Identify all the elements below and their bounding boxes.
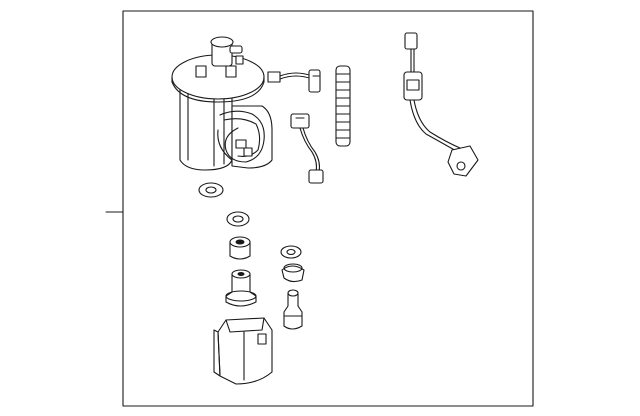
module-bracket	[213, 317, 273, 385]
bushing	[229, 236, 251, 260]
gasket	[198, 182, 224, 198]
small-washer	[280, 245, 302, 259]
pump-wire-harness	[267, 69, 321, 93]
fuel-hose	[335, 65, 351, 147]
clip-cap	[281, 263, 305, 283]
damper	[225, 269, 257, 307]
sender-wire-harness	[403, 32, 479, 177]
fuel-pump-module	[171, 36, 273, 171]
washer	[226, 211, 250, 227]
pressure-regulator	[283, 289, 303, 330]
fuel-level-sensor-harness	[290, 113, 324, 184]
diagram-frame	[122, 10, 534, 407]
